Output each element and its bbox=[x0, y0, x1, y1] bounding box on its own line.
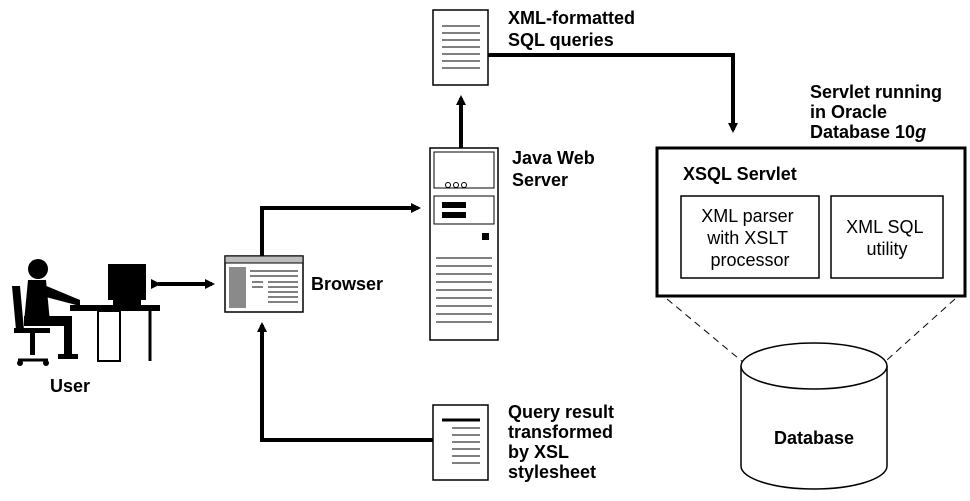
user-at-computer-icon bbox=[12, 259, 160, 366]
xsql-servlet-title: XSQL Servlet bbox=[683, 164, 797, 184]
xml-queries-label: XML-formatted SQL queries bbox=[508, 8, 640, 50]
browser-label: Browser bbox=[311, 274, 383, 294]
projection-line-right bbox=[877, 298, 956, 369]
result-document-icon bbox=[432, 404, 489, 481]
servlet-running-label: Servlet running in Oracle Database 10g bbox=[810, 82, 947, 142]
projection-line-left bbox=[666, 298, 751, 369]
arrow-xml-to-servlet bbox=[488, 53, 738, 133]
xml-queries-document-icon bbox=[432, 9, 489, 86]
user-label: User bbox=[50, 376, 90, 396]
arrow-browser-to-server bbox=[260, 203, 421, 256]
database-cylinder-icon bbox=[740, 342, 888, 490]
server-tower-icon bbox=[429, 147, 499, 341]
database-label: Database bbox=[774, 428, 854, 448]
browser-window-icon bbox=[224, 255, 304, 313]
xml-parser-box bbox=[680, 195, 820, 279]
xml-sql-utility-box bbox=[830, 195, 944, 279]
java-web-server-label: Java Web Server bbox=[512, 148, 600, 190]
xml-sql-utility-label: XML SQL utility bbox=[846, 217, 928, 259]
query-result-label: Query result transformed by XSL styleshe… bbox=[508, 402, 619, 482]
arrow-result-to-browser bbox=[257, 322, 433, 442]
xml-parser-label: XML parser with XSLT processor bbox=[701, 206, 798, 270]
